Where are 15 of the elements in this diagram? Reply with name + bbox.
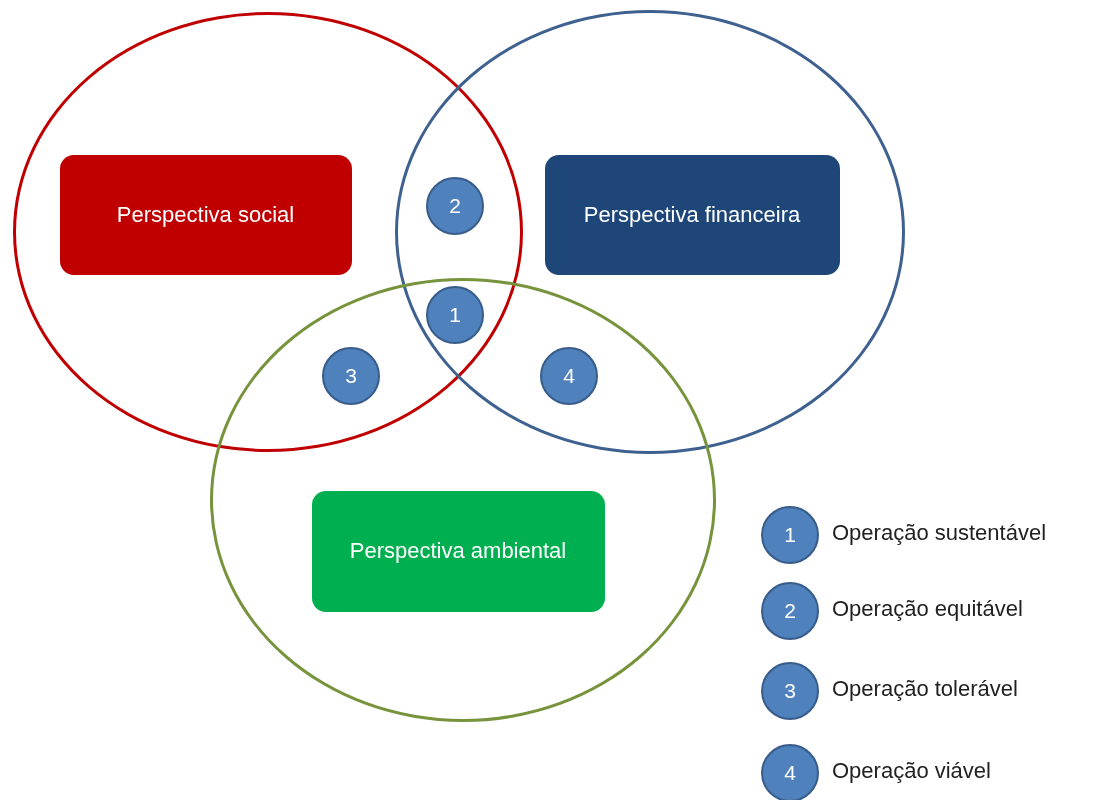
number-badge: 2 [426, 177, 484, 235]
legend-text: Operação tolerável [832, 676, 1018, 702]
number-badge: 1 [761, 506, 819, 564]
number-badge: 4 [540, 347, 598, 405]
legend-text: Operação viável [832, 758, 991, 784]
legend-text: Operação sustentável [832, 520, 1047, 546]
number-badge: 2 [761, 582, 819, 640]
perspective-box: Perspectiva financeira [544, 154, 840, 275]
number-badge: 3 [761, 662, 819, 720]
number-badge: 4 [761, 744, 819, 800]
perspective-box: Perspectiva ambiental [311, 490, 605, 612]
legend-text: Operação equitável [832, 596, 1023, 622]
perspective-box: Perspectiva social [59, 154, 352, 275]
number-badge: 1 [426, 286, 484, 344]
number-badge: 3 [322, 347, 380, 405]
